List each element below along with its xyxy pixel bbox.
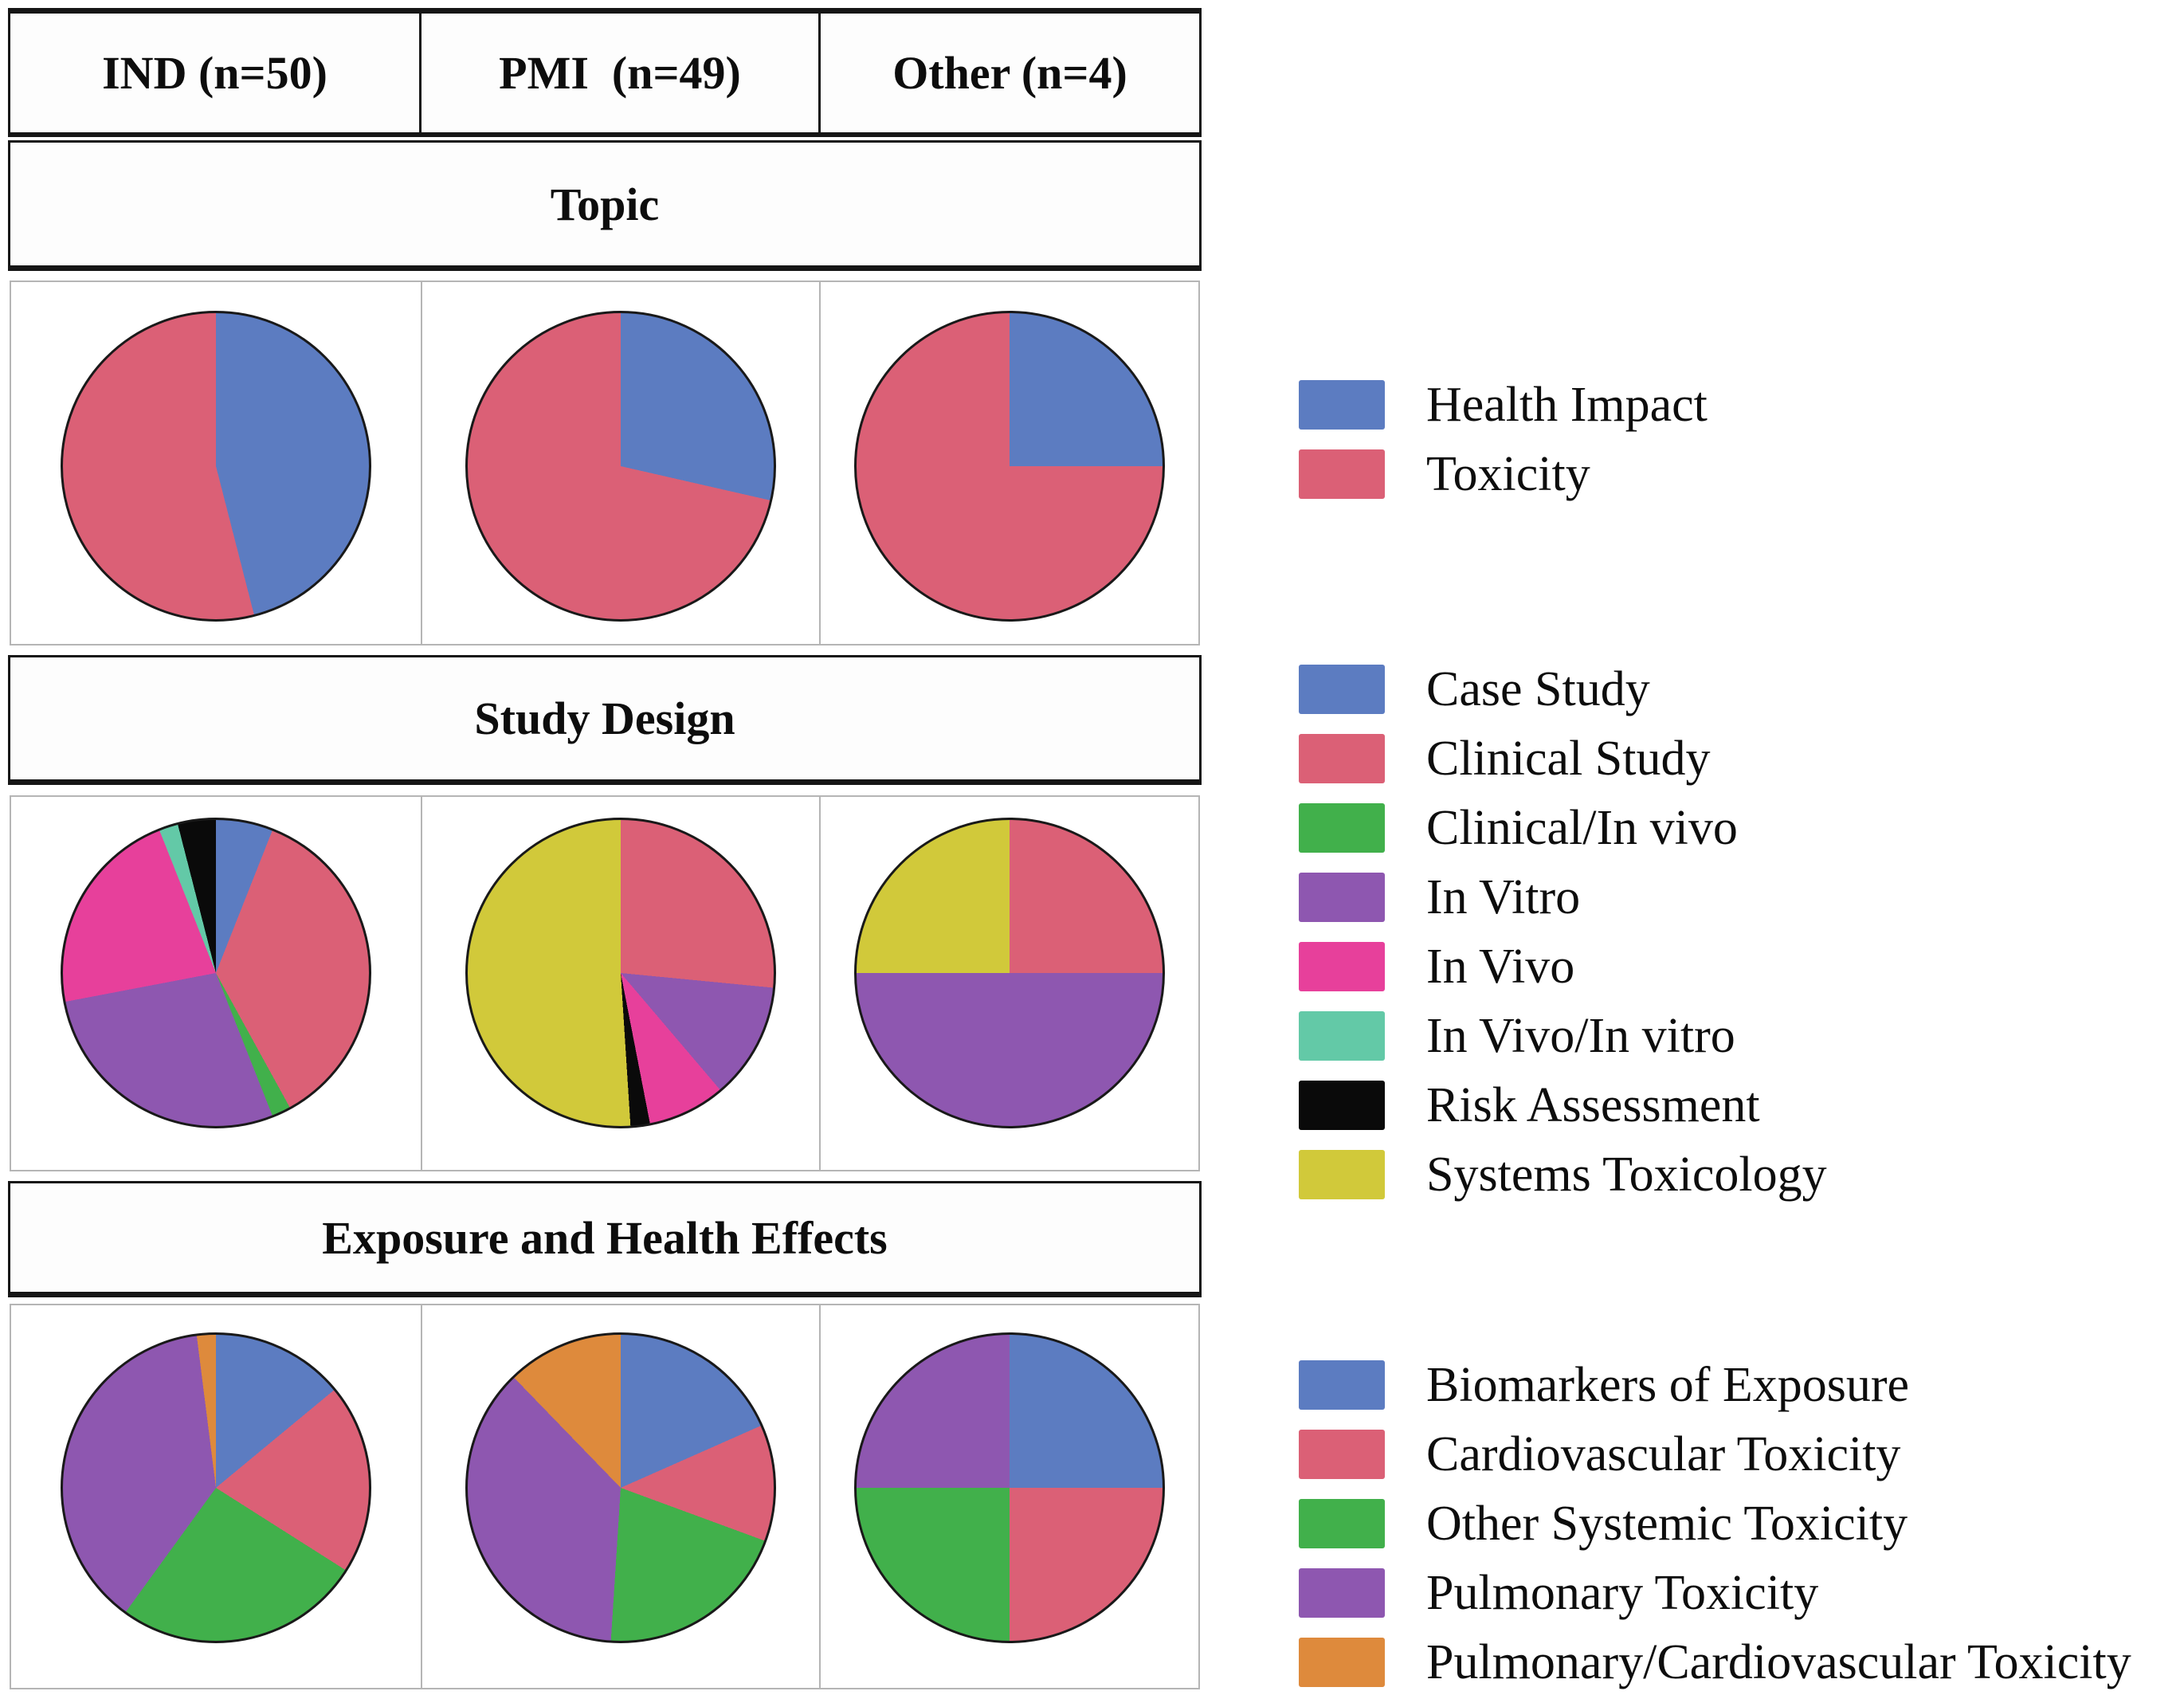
pie-panel-topic-ind (11, 282, 422, 644)
legend-item: In Vivo/In vitro (1299, 1011, 1827, 1061)
pie-chart-exposure-pmi (465, 1332, 776, 1643)
legend-label: Risk Assessment (1426, 1078, 1760, 1132)
legend-swatch (1299, 1081, 1385, 1130)
legend-item: In Vitro (1299, 873, 1827, 922)
pie-panel-study-design-other (821, 797, 1198, 1170)
legend-swatch (1299, 1011, 1385, 1061)
legend-label: Case Study (1426, 662, 1650, 716)
pie-chart-topic-other (854, 311, 1165, 622)
legend-item: Health Impact (1299, 380, 1708, 430)
legend-swatch (1299, 1150, 1385, 1199)
legend-label: Clinical Study (1426, 732, 1711, 786)
legend-swatch (1299, 1499, 1385, 1548)
column-header-row: IND (n=50) PMI (n=49) Other (n=4) (8, 8, 1202, 137)
pie-row-exposure (10, 1304, 1200, 1689)
pie-panel-exposure-other (821, 1305, 1198, 1688)
pie-chart-exposure-ind (61, 1332, 371, 1643)
section-title-topic: Topic (8, 140, 1202, 271)
legend-swatch (1299, 1360, 1385, 1410)
legend-swatch (1299, 1430, 1385, 1479)
legend-item: Other Systemic Toxicity (1299, 1499, 2131, 1548)
pie-row-study-design (10, 795, 1200, 1171)
legend-swatch (1299, 449, 1385, 499)
legend-item: Biomarkers of Exposure (1299, 1360, 2131, 1410)
legend-label: Biomarkers of Exposure (1426, 1358, 1910, 1412)
legend-item: Toxicity (1299, 449, 1708, 499)
legend-item: Pulmonary/Cardiovascular Toxicity (1299, 1638, 2131, 1687)
legend-swatch (1299, 665, 1385, 714)
pie-chart-exposure-other (854, 1332, 1165, 1643)
column-header-pmi: PMI (n=49) (422, 14, 821, 132)
legend-label: Other Systemic Toxicity (1426, 1497, 1908, 1551)
legend-label: Pulmonary/Cardiovascular Toxicity (1426, 1635, 2131, 1689)
pie-chart-topic-pmi (465, 311, 776, 622)
pie-panel-exposure-ind (11, 1305, 422, 1688)
legend-item: In Vivo (1299, 942, 1827, 991)
legend-swatch (1299, 1568, 1385, 1618)
legend-label: Health Impact (1426, 378, 1708, 432)
section-title-study-design: Study Design (8, 655, 1202, 785)
pie-panel-topic-other (821, 282, 1198, 644)
legend-swatch (1299, 942, 1385, 991)
legend-swatch (1299, 380, 1385, 430)
legend-label: In Vivo (1426, 940, 1575, 994)
column-header-other: Other (n=4) (892, 47, 1127, 99)
legend-label: Clinical/In vivo (1426, 801, 1738, 855)
pie-chart-topic-ind (61, 311, 371, 622)
column-header-ind: IND (n=50) (10, 14, 422, 132)
legend-item: Pulmonary Toxicity (1299, 1568, 2131, 1618)
legend-item: Risk Assessment (1299, 1081, 1827, 1130)
legend-swatch (1299, 873, 1385, 922)
legend-swatch (1299, 803, 1385, 853)
pie-panel-topic-pmi (422, 282, 821, 644)
section-title-exposure: Exposure and Health Effects (8, 1181, 1202, 1297)
legend-label: Pulmonary Toxicity (1426, 1566, 1819, 1620)
legend-item: Case Study (1299, 665, 1827, 714)
legend-label: Systems Toxicology (1426, 1148, 1827, 1202)
legend-label: In Vivo/In vitro (1426, 1009, 1735, 1063)
pie-panel-study-design-pmi (422, 797, 821, 1170)
legend-swatch (1299, 734, 1385, 783)
legend-item: Cardiovascular Toxicity (1299, 1430, 2131, 1479)
pie-row-topic (10, 281, 1200, 645)
legend-label: Cardiovascular Toxicity (1426, 1427, 1901, 1481)
legend-label: In Vitro (1426, 870, 1581, 924)
pie-panel-exposure-pmi (422, 1305, 821, 1688)
legend-swatch (1299, 1638, 1385, 1687)
pie-chart-study-design-pmi (465, 818, 776, 1128)
legend-label: Toxicity (1426, 447, 1590, 501)
pie-chart-study-design-other (854, 818, 1165, 1128)
legend-item: Systems Toxicology (1299, 1150, 1827, 1199)
pie-panel-study-design-ind (11, 797, 422, 1170)
pie-chart-study-design-ind (61, 818, 371, 1128)
legend-item: Clinical Study (1299, 734, 1827, 783)
legend-item: Clinical/In vivo (1299, 803, 1827, 853)
